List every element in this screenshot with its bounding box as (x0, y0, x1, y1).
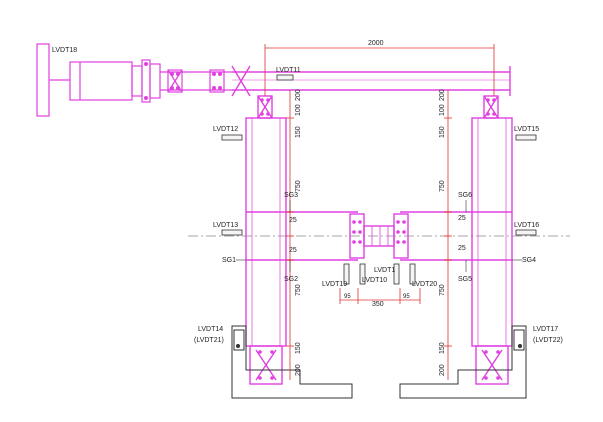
dim-750-left-dn: 750 (295, 284, 302, 296)
label-lvdt12: LVDT12 (213, 126, 238, 133)
base-supports (231, 325, 527, 399)
label-sg4: SG4 (522, 257, 536, 264)
actuator-bolts (144, 62, 222, 100)
base-holes (236, 344, 522, 348)
dim-100-right: 100 (439, 104, 446, 116)
dim-25-left-dn: 25 (289, 247, 297, 254)
label-lvdt16: LVDT16 (514, 222, 539, 229)
label-sg1: SG1 (222, 257, 236, 264)
label-lvdt14: LVDT14 (198, 326, 223, 333)
label-lvdt17: LVDT17 (533, 326, 558, 333)
label-sg5: SG5 (458, 276, 472, 283)
dim-25-right-dn: 25 (458, 245, 466, 252)
lvdt-sensors (221, 74, 537, 285)
right-column (471, 117, 513, 385)
label-lvdt13: LVDT13 (213, 222, 238, 229)
dim-200-right: 200 (439, 89, 446, 101)
dim-95-right: 95 (403, 294, 410, 300)
dim-750-left-up: 750 (295, 180, 302, 192)
label-lvdt21: (LVDT21) (194, 337, 224, 344)
dim-150-left-bot: 150 (295, 342, 302, 354)
actuator (36, 43, 232, 117)
dim-200-left: 200 (295, 89, 302, 101)
label-sg6: SG6 (458, 192, 472, 199)
dim-200-right-bot: 200 (439, 364, 446, 376)
dim-150-left: 150 (295, 126, 302, 138)
label-lvdt22: (LVDT22) (533, 337, 563, 344)
dim-750-right-up: 750 (439, 180, 446, 192)
label-lvdt11: LVDT11 (276, 67, 301, 74)
dim-100-left: 100 (295, 104, 302, 116)
dim-150-right: 150 (439, 126, 446, 138)
joint-bolts (258, 98, 500, 380)
label-lvdt19: LVDT19 (322, 281, 347, 288)
dim-25-left-up: 25 (289, 217, 297, 224)
horizontal-beams (246, 211, 512, 261)
dimension-lines (264, 44, 495, 380)
dim-95-left: 95 (344, 294, 351, 300)
label-lvdt20: LVDT20 (412, 281, 437, 288)
dim-200-left-bot: 200 (295, 364, 302, 376)
dim-25-right-up: 25 (458, 215, 466, 222)
label-sg3: SG3 (284, 192, 298, 199)
label-lvdt18: LVDT18 (52, 47, 77, 54)
label-lvdt1: LVDT1 (374, 267, 395, 274)
top-beam (231, 65, 511, 119)
left-column (245, 117, 287, 385)
leader-lines (236, 200, 522, 272)
label-lvdt10: LVDT10 (362, 277, 387, 284)
label-lvdt15: LVDT15 (514, 126, 539, 133)
dim-span-top: 2000 (368, 40, 384, 47)
dim-750-right-dn: 750 (439, 284, 446, 296)
label-sg2: SG2 (284, 276, 298, 283)
dim-150-right-bot: 150 (439, 342, 446, 354)
dim-350-mid: 350 (372, 301, 384, 308)
